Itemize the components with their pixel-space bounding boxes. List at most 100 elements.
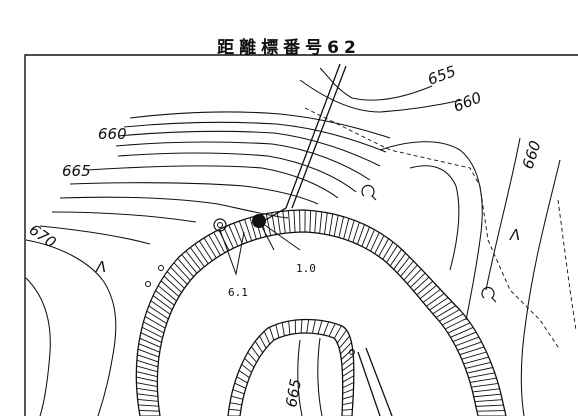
hatch-line: [447, 322, 471, 334]
hatch-line: [203, 237, 217, 259]
hatch-line: [136, 382, 158, 387]
hatch-line: [352, 222, 360, 243]
hatch-line: [400, 260, 414, 277]
hatch-line: [452, 331, 477, 342]
contour-label-660: 660: [451, 88, 484, 115]
hatch-line: [238, 220, 248, 243]
hatch-line: [271, 212, 276, 235]
hatch-line: [342, 408, 353, 411]
hatch-line: [461, 351, 487, 360]
hatch-line: [476, 410, 505, 412]
hatch-line: [236, 376, 248, 384]
hatch-line: [382, 241, 394, 260]
hatch-line: [422, 289, 441, 303]
hatch-line: [137, 393, 158, 397]
boundary-line: [304, 107, 561, 351]
hatch-line: [173, 262, 191, 281]
hatch-line: [457, 341, 482, 351]
hatch-line: [455, 336, 480, 347]
hatch-line: [472, 388, 500, 393]
hatch-line: [378, 238, 389, 257]
hatch-line: [410, 272, 426, 288]
hatch-line: [342, 395, 354, 400]
hatch-line: [365, 229, 375, 249]
hatch-line: [143, 321, 165, 334]
hatch-line: [140, 332, 162, 343]
hatch-line: [317, 320, 323, 335]
hatch-line: [282, 211, 286, 234]
tree-symbol: [481, 287, 497, 303]
land-use-symbol: Λ: [95, 258, 106, 276]
hatch-line: [342, 362, 354, 372]
hatch-line: [333, 325, 342, 339]
hatch-line: [194, 243, 209, 264]
distance-label: 1.0: [296, 262, 316, 275]
post-symbol: [158, 265, 164, 271]
hatch-line: [338, 216, 345, 238]
hatch-line: [281, 322, 285, 337]
hatch-line: [432, 301, 453, 315]
hatch-line: [442, 313, 464, 326]
hatch-line: [429, 297, 449, 311]
hatch-line: [229, 402, 242, 406]
hatch-line: [341, 348, 353, 360]
hatch-line: [232, 389, 245, 395]
hatch-line: [231, 395, 244, 400]
hatch-line: [136, 365, 158, 373]
post-symbol: [349, 349, 355, 355]
hatch-line: [474, 399, 503, 403]
hatch-line: [136, 376, 158, 383]
hatch-line: [141, 326, 163, 339]
hatch-line: [475, 404, 504, 407]
hatch-line: [419, 284, 437, 300]
hatch-line: [275, 324, 280, 338]
hatch-line: [136, 371, 158, 378]
road-outer-edge: [135, 209, 507, 416]
hatch-line: [251, 346, 260, 358]
hatch-line: [155, 290, 175, 306]
leader-line: [258, 220, 301, 251]
hatch-line: [223, 227, 234, 249]
hatch-line: [406, 268, 422, 285]
hatch-line: [276, 211, 281, 234]
hatch-line: [265, 213, 272, 236]
hatch-line: [138, 404, 159, 407]
hatch-line: [139, 337, 161, 348]
hatch-line: [137, 398, 159, 402]
slope-hatching: [136, 210, 506, 416]
hatch-line: [340, 342, 352, 355]
hatch-line: [146, 310, 167, 324]
hatch-line: [416, 280, 434, 296]
hatch-line: [370, 232, 380, 252]
leader-line: [219, 229, 245, 276]
hatch-line: [466, 367, 493, 374]
hatch-line: [323, 321, 330, 336]
hatch-line: [342, 382, 354, 389]
hatch-line: [393, 252, 406, 270]
hatch-line: [152, 295, 173, 311]
hatch-line: [342, 375, 355, 383]
hatch-line: [389, 249, 402, 267]
benchmark-symbol: [217, 222, 223, 228]
hatch-line: [259, 335, 267, 349]
contour-label-670: 670: [26, 221, 60, 252]
hatch-line: [386, 245, 398, 263]
hatch-line: [233, 222, 243, 245]
map-title: 距離標番号62: [217, 38, 361, 58]
hatch-line: [445, 317, 467, 330]
hatch-line: [463, 356, 489, 365]
hatch-line: [413, 276, 430, 292]
hatch-line: [263, 331, 271, 345]
hatch-line: [465, 361, 491, 369]
hatch-line: [473, 393, 502, 398]
inner-hill-outline: [227, 318, 355, 416]
hatch-line: [247, 352, 257, 363]
hatch-line: [343, 218, 350, 239]
hatch-line: [288, 321, 291, 335]
hatch-line: [426, 293, 445, 307]
hatch-line: [137, 354, 159, 363]
road-inner-edge: [156, 231, 479, 416]
hatch-line: [228, 408, 241, 411]
hatch-line: [319, 211, 323, 234]
